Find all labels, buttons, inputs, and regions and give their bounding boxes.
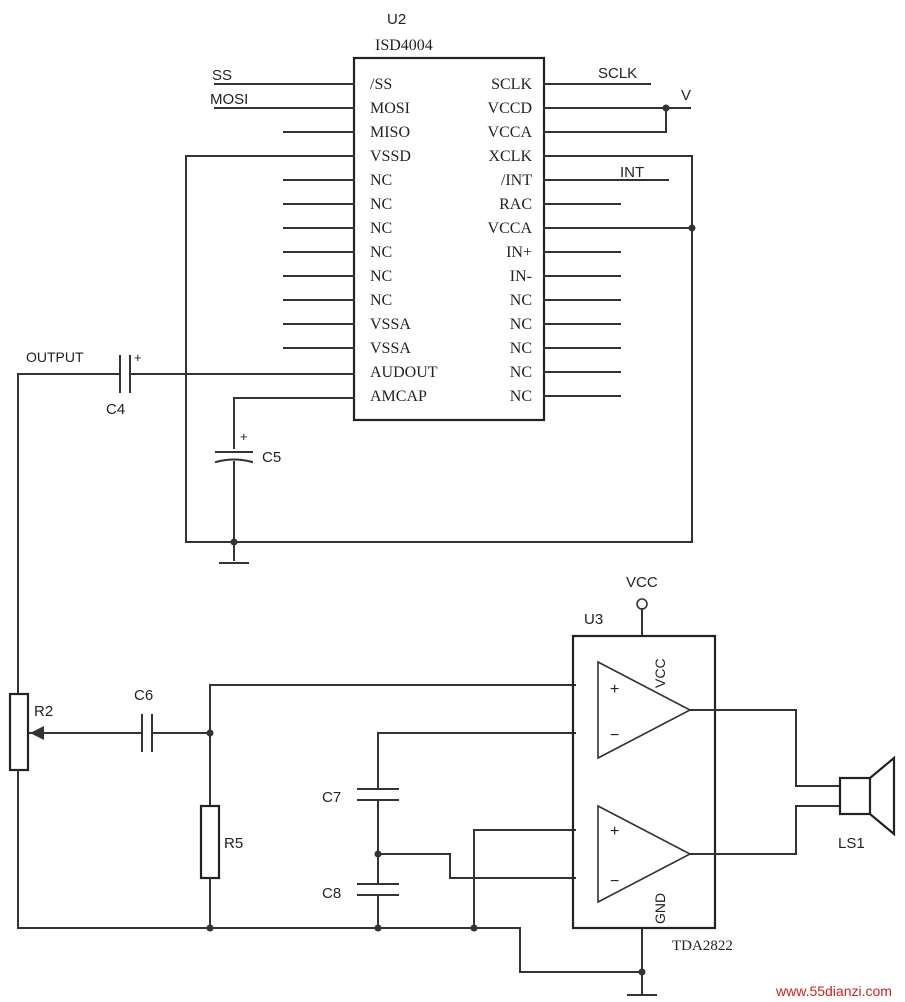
u2-left-pin-label: NC xyxy=(370,220,392,237)
c6-circuit: C6 xyxy=(134,684,576,807)
ic-u3: U3 VCC TDA2822 + − VCC + − GND xyxy=(571,574,841,954)
u2-left-pin-label: NC xyxy=(370,196,392,213)
amp1-plus: + xyxy=(610,681,619,698)
c8-label: C8 xyxy=(322,885,341,902)
u2-right-pin-label: NC xyxy=(510,340,532,357)
c4-plus: + xyxy=(134,350,142,365)
u2-right-pin-label: /INT xyxy=(501,172,532,189)
net-mosi-label: MOSI xyxy=(210,91,248,108)
u2-right-pin-label: SCLK xyxy=(491,76,532,93)
c6-label: C6 xyxy=(134,687,153,704)
u2-left-pin-label: NC xyxy=(370,268,392,285)
c7-c8-circuit: C7 C8 xyxy=(322,732,576,929)
u2-left-pin-label: MOSI xyxy=(370,100,410,117)
u2-left-pin-label: NC xyxy=(370,244,392,261)
u2-ref: U2 xyxy=(387,11,406,28)
u3-body xyxy=(571,634,717,930)
u3-vcc-pin: VCC xyxy=(652,658,668,688)
amp1-minus: − xyxy=(610,727,619,744)
u2-left-pin-label: AMCAP xyxy=(370,388,427,405)
u2-left-pin-label: VSSD xyxy=(370,148,411,165)
u3-part: TDA2822 xyxy=(672,938,733,954)
amp2-minus: − xyxy=(610,873,619,890)
u2-right-pin-label: VCCA xyxy=(488,220,533,237)
u2-part: ISD4004 xyxy=(375,37,433,54)
net-ss-label: SS xyxy=(212,67,232,84)
junction-vcca xyxy=(688,224,696,232)
r2-body xyxy=(8,692,30,772)
u2-right-pin-label: VCCA xyxy=(488,124,533,141)
u2-left-pin-label: MISO xyxy=(370,124,410,141)
ic-u2: U2 ISD4004 /SS MOSI MISO VSSD NC NC NC NC NC NC VS… xyxy=(214,11,669,422)
amp1-triangle xyxy=(597,660,692,760)
u2-left-pin-labels: /SS MOSI MISO VSSD NC NC NC NC NC NC VSSA VSSA AUDOU… xyxy=(370,76,438,405)
c5-label: C5 xyxy=(262,449,281,466)
vcc-net-label: VCC xyxy=(626,574,658,591)
u2-left-pin-stubs xyxy=(214,83,355,349)
watermark: www.55dianzi.com xyxy=(775,983,892,999)
r5-body xyxy=(199,804,221,880)
net-sclk-label: SCLK xyxy=(598,65,637,82)
c5-plus: + xyxy=(240,429,248,444)
u2-right-pin-label: XCLK xyxy=(488,148,532,165)
xclk-vcca-wire xyxy=(185,155,693,543)
u2-right-pin-label: NC xyxy=(510,388,532,405)
u3-ref: U3 xyxy=(584,611,603,628)
u2-left-pin-label: VSSA xyxy=(370,316,411,333)
r5-resistor: R5 xyxy=(199,804,243,929)
u2-left-pin-label: /SS xyxy=(370,76,392,93)
net-int-label: INT xyxy=(620,164,644,181)
output-label: OUTPUT xyxy=(26,349,84,365)
u3-gnd-pin: GND xyxy=(652,893,668,924)
c5-circuit: + C5 xyxy=(214,397,355,564)
u2-right-pin-labels: SCLK VCCD VCCA XCLK/INT RAC VCCA IN+ IN- NC NC NC N… xyxy=(488,76,533,405)
u2-right-pin-label: VCCD xyxy=(488,100,532,117)
u2-left-pin-label: AUDOUT xyxy=(370,364,438,381)
u2-right-pin-label: NC xyxy=(510,292,532,309)
u2-right-pin-label: IN- xyxy=(510,268,532,285)
net-v-label: V xyxy=(681,87,691,104)
c4-label: C4 xyxy=(106,401,125,418)
c4-circuit: + OUTPUT C4 xyxy=(17,349,355,695)
ls1-label: LS1 xyxy=(838,835,865,852)
u2-left-pin-label: NC xyxy=(370,292,392,309)
u2-right-pin-label: RAC xyxy=(499,196,532,213)
ground-rail xyxy=(17,829,657,996)
u2-right-pin-label: NC xyxy=(510,316,532,333)
c7-label: C7 xyxy=(322,789,341,806)
u2-left-pin-label: NC xyxy=(370,172,392,189)
u2-left-pin-label: VSSA xyxy=(370,340,411,357)
vcc-terminal xyxy=(636,598,648,610)
speaker-body xyxy=(838,776,872,816)
u2-right-pin-label: IN+ xyxy=(506,244,532,261)
amp2-triangle xyxy=(597,804,692,904)
r2-label: R2 xyxy=(34,703,53,720)
u2-right-pin-label: NC xyxy=(510,364,532,381)
u2-body xyxy=(352,56,546,422)
u2-right-pin-stubs xyxy=(543,83,669,397)
r2-potentiometer: R2 xyxy=(8,692,143,929)
v-supply-wiring xyxy=(659,104,691,133)
speaker-ls1: LS1 xyxy=(838,755,896,852)
r5-label: R5 xyxy=(224,835,243,852)
amp2-plus: + xyxy=(610,823,619,840)
